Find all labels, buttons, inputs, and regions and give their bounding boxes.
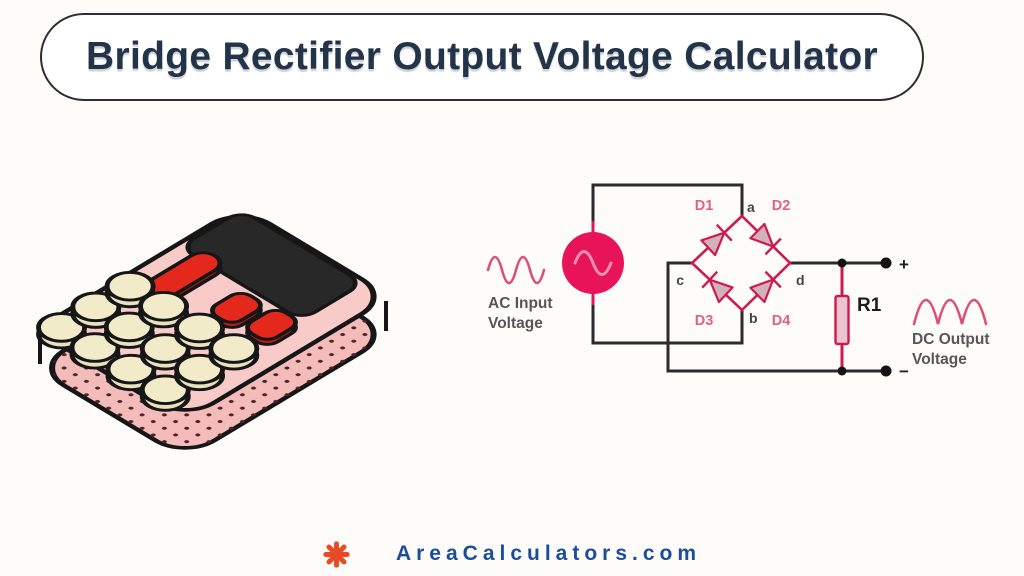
ac-input-label-line1: AC Input xyxy=(488,295,553,312)
bridge-diamond xyxy=(690,214,792,312)
node-label-b: b xyxy=(749,310,758,326)
starburst-icon xyxy=(323,540,350,568)
minus-terminal-label: − xyxy=(899,362,909,381)
diode-label-d1: D1 xyxy=(695,198,714,214)
diode-label-d2: D2 xyxy=(772,198,791,214)
site-name: AreaCalculators.com xyxy=(395,542,702,565)
calculator-top-face xyxy=(23,213,377,424)
diode-label-d3: D3 xyxy=(695,313,714,329)
diode-label-d4: D4 xyxy=(772,313,791,329)
node-label-a: a xyxy=(747,199,755,215)
ac-sine-icon xyxy=(486,255,546,285)
dc-ripple-icon xyxy=(912,298,988,326)
junction-dots xyxy=(837,257,892,377)
bridge-rectifier-diagram: AC Input Voltage D1 D2 D3 D4 a b c xyxy=(486,183,989,381)
plus-terminal-label: + xyxy=(899,255,909,274)
dc-output-label-line1: DC Output xyxy=(912,331,989,348)
page-title: Bridge Rectifier Output Voltage Calculat… xyxy=(86,35,878,78)
node-label-d: d xyxy=(796,272,805,288)
calculator-screen xyxy=(185,213,358,317)
resistor-label: R1 xyxy=(857,295,882,316)
ac-input-label-line2: Voltage xyxy=(488,315,543,332)
dc-output-label-line2: Voltage xyxy=(912,351,967,368)
node-label-c: c xyxy=(676,272,684,288)
title-pill: Bridge Rectifier Output Voltage Calculat… xyxy=(40,13,924,101)
footer: AreaCalculators.com xyxy=(0,534,1024,574)
calculator-illustration xyxy=(10,213,388,450)
source-sine-icon xyxy=(573,250,613,276)
ac-source xyxy=(562,221,624,305)
resistor-r1 xyxy=(834,263,850,371)
